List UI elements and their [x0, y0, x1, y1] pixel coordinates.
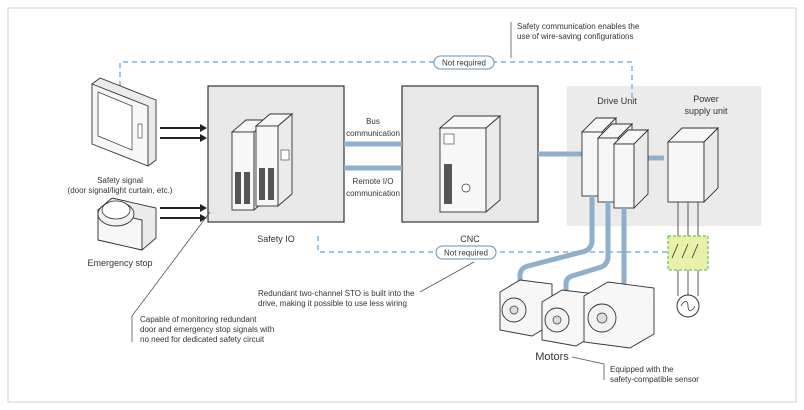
monitor-note-line1: Capable of monitoring redundant [140, 315, 257, 324]
signal-arrows-lower [160, 204, 207, 222]
monitor-note-line2: door and emergency stop signals with [140, 325, 274, 334]
remote-io-line1: Remote I/O [353, 177, 394, 186]
motors-label: Motors [535, 351, 569, 363]
cnc-device [438, 115, 502, 213]
sto-note-line2: drive, making it possible to use less wi… [258, 299, 407, 308]
signal-arrows-upper [160, 124, 207, 142]
safety-signal-line1: Safety signal [97, 176, 143, 185]
bus-comm-line2: communication [346, 129, 400, 138]
dashed-link-top [119, 61, 633, 98]
sto-note-line1: Redundant two-channel STO is built into … [258, 289, 415, 298]
monitor-note-leader [131, 211, 211, 342]
top-note-line1: Safety communication enables the [517, 22, 640, 31]
motor-cable-1 [517, 196, 595, 290]
power-supply-line1: Power [693, 94, 719, 104]
breaker-box [667, 235, 709, 271]
drive-unit-label: Drive Unit [597, 96, 637, 106]
sto-note-leader [419, 261, 475, 293]
not-required-top-label: Not required [442, 59, 486, 68]
top-note-line2: use of wire-saving configurations [517, 32, 634, 41]
motor-3 [583, 281, 655, 349]
emergency-stop-icon [97, 197, 157, 251]
safety-signal-panel [91, 77, 157, 167]
cnc-label: CNC [460, 234, 480, 244]
not-required-badge-bottom: Not required [435, 245, 497, 260]
breaker-switches [671, 243, 699, 259]
remote-io-line2: communication [346, 189, 400, 198]
motor-cable-2 [563, 202, 611, 298]
safety-io-label: Safety IO [257, 234, 295, 244]
safety-io-device [230, 113, 294, 211]
not-required-badge-top: Not required [433, 55, 495, 70]
sensor-note-line1: Equipped with the [610, 365, 674, 374]
safety-signal-line2: (door signal/light curtain, etc.) [68, 186, 173, 195]
motor-1 [499, 279, 553, 337]
power-supply-device [666, 126, 720, 204]
bus-comm-line1: Bus [366, 117, 380, 126]
sensor-note-line2: safety-compatible sensor [610, 375, 699, 384]
monitor-note-line3: no need for dedicated safety circuit [140, 335, 265, 344]
ac-wave-icon [680, 301, 696, 311]
drive-unit-device [580, 116, 650, 210]
sensor-note-leader [571, 356, 605, 380]
power-supply-line2: supply unit [684, 106, 728, 116]
emergency-stop-label: Emergency stop [87, 258, 152, 268]
not-required-bottom-label: Not required [444, 249, 488, 258]
dashed-link-bottom [317, 236, 672, 253]
